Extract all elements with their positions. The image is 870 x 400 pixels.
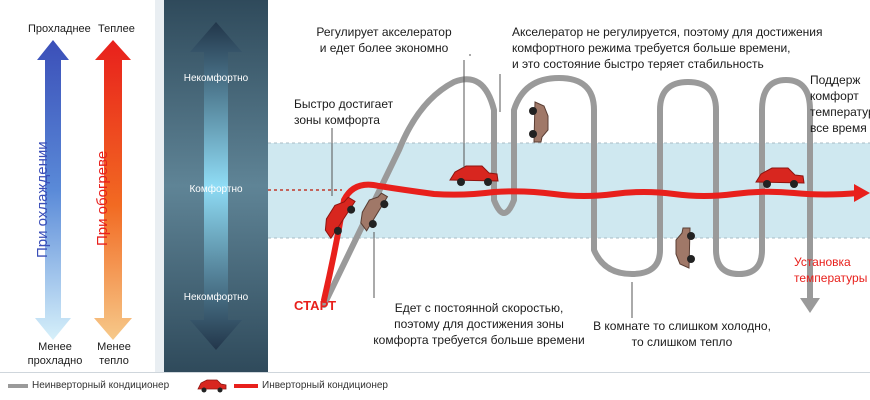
diagram-canvas bbox=[164, 0, 870, 372]
legend-divider bbox=[0, 372, 870, 373]
red-car-icon bbox=[449, 165, 499, 186]
inverter-arrowhead bbox=[854, 184, 870, 202]
brown-car-icon bbox=[360, 192, 389, 232]
comfort-scale-arrow bbox=[190, 22, 242, 350]
legend-inverter-label: Инверторный кондиционер bbox=[262, 380, 388, 391]
annotation-setpoint: Установка температуры bbox=[794, 255, 868, 285]
annotation-maintains: Поддерж комфорт температур все время bbox=[810, 73, 870, 135]
annotation-fast-reach: Быстро достигает зоны комфорта bbox=[294, 97, 394, 127]
heating-arrow bbox=[94, 40, 132, 340]
legend-red-car-icon bbox=[197, 379, 227, 393]
less-cool-label: Менее прохладно bbox=[27, 341, 83, 367]
temperature-arrows bbox=[35, 40, 132, 340]
less-warm-label: Менее тепло bbox=[97, 341, 131, 367]
scale-comfortable: Комфортно bbox=[189, 184, 243, 195]
non-inverter-curve bbox=[321, 75, 813, 308]
cooling-label: При охлаждении bbox=[34, 141, 51, 258]
warmer-label: Теплее bbox=[98, 23, 135, 35]
annotation-start: СТАРТ bbox=[294, 298, 337, 313]
red-car-icon bbox=[324, 196, 356, 240]
left-panel: Прохладнее Теплее При охлаждении При обо… bbox=[0, 0, 155, 372]
annotation-constant-speed: Едет с постоянной скоростью, поэтому для… bbox=[373, 301, 585, 347]
brown-car-icon bbox=[529, 101, 549, 143]
legend-non-inverter-label: Неинверторный кондиционер bbox=[32, 380, 170, 391]
legend-graphics bbox=[8, 379, 258, 393]
non-inverter-arrowhead bbox=[800, 298, 820, 313]
comfort-diagram: Некомфортно Комфортно Некомфортно Регули… bbox=[164, 0, 870, 372]
inverter-curve bbox=[321, 181, 862, 303]
cooler-label: Прохладнее bbox=[28, 23, 91, 35]
heating-label: При обогреве bbox=[94, 150, 111, 246]
annotation-not-regulated: Акселератор не регулируется, поэтому для… bbox=[512, 25, 823, 71]
annotation-regulates: Регулирует акселератор и едет более экон… bbox=[316, 25, 452, 55]
annotation-too-cold-hot: В комнате то слишком холодно, то слишком… bbox=[593, 319, 771, 349]
scale-uncomfortable-top: Некомфортно bbox=[183, 73, 249, 84]
brown-car-icon bbox=[675, 227, 695, 269]
red-car-icon bbox=[755, 167, 805, 188]
panel-divider bbox=[155, 0, 164, 372]
scale-uncomfortable-bottom: Некомфортно bbox=[183, 292, 249, 303]
cooling-arrow bbox=[35, 40, 71, 340]
